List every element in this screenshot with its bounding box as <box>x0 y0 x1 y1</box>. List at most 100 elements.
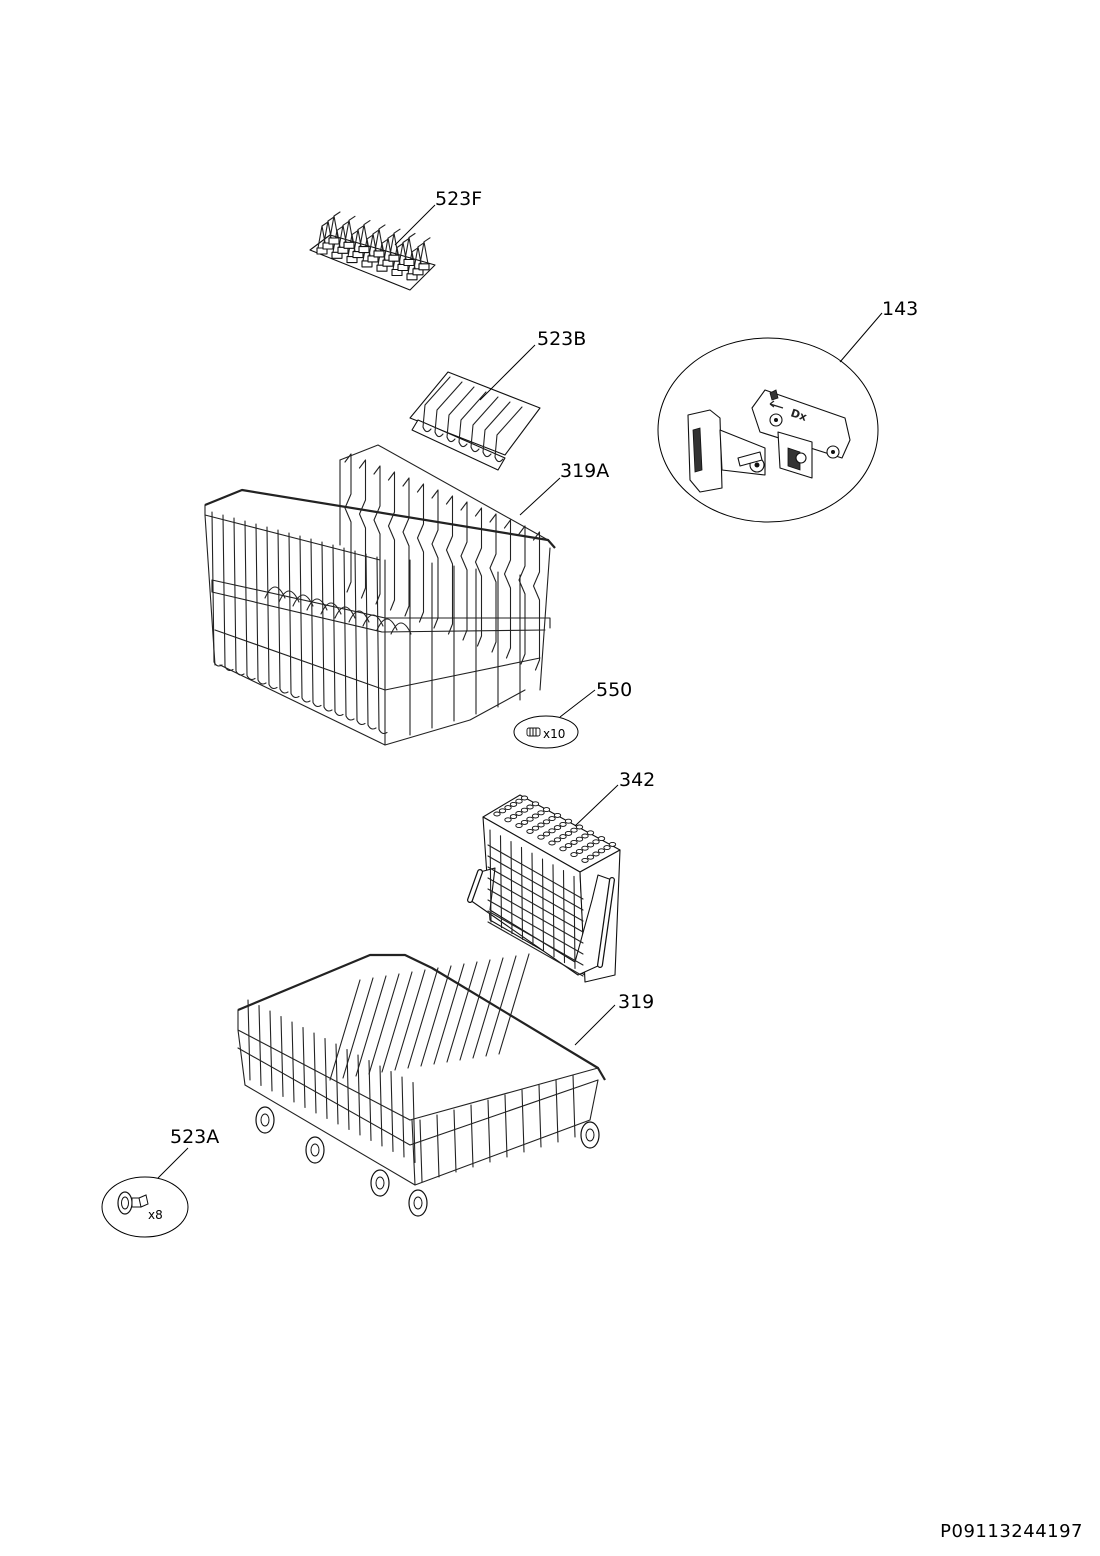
tine-foot <box>358 246 370 254</box>
basket-wire <box>489 513 497 653</box>
basket-hole <box>515 823 523 829</box>
basket-wire <box>412 1081 416 1164</box>
basket-hole <box>553 825 562 831</box>
leader-523b <box>479 344 536 401</box>
basket-wire <box>474 507 483 647</box>
basket-wire <box>255 523 267 685</box>
basket-hole <box>581 845 589 851</box>
tine-foot <box>418 263 430 271</box>
basket-bar <box>487 899 584 955</box>
tine-foot <box>382 259 394 267</box>
tine-foot <box>388 254 400 262</box>
wheel-hub <box>585 1128 595 1142</box>
basket-hole <box>493 811 501 817</box>
basket-wire <box>291 1021 295 1103</box>
basket-hole <box>526 804 534 810</box>
rail-bracket-right: Dx <box>751 389 851 479</box>
basket-hole <box>597 848 606 854</box>
basket-wire <box>532 531 541 671</box>
basket-hole <box>553 812 562 818</box>
basket-hole <box>548 840 556 846</box>
basket-hole <box>531 801 540 807</box>
basket-hole <box>553 837 562 843</box>
tine-prong <box>359 220 371 248</box>
tine-foot <box>376 264 388 272</box>
basket-hole <box>537 822 545 828</box>
basket-hole <box>520 819 529 825</box>
tine-foot <box>352 251 364 259</box>
basket-hole <box>564 818 573 824</box>
basket-wire <box>247 999 251 1081</box>
wheel-hub <box>413 1196 423 1210</box>
basket-hole <box>509 801 518 807</box>
basket-tine <box>342 977 374 1079</box>
basket-wire <box>233 517 245 676</box>
tine-foot <box>346 256 358 264</box>
basket-wire <box>419 1119 423 1183</box>
basket-wire <box>487 1099 491 1163</box>
quantity-523a: x8 <box>148 1208 163 1222</box>
leader-342 <box>574 784 619 827</box>
tine-foot <box>337 246 349 254</box>
basket-wire <box>453 1109 457 1173</box>
label-523a: 523A <box>170 1126 219 1148</box>
part-342-cutlery-basket <box>467 794 621 983</box>
basket-wire <box>302 1026 306 1109</box>
basket-hole <box>564 843 573 849</box>
basket-tine <box>355 975 387 1077</box>
basket-wire <box>277 529 289 694</box>
basket-hole <box>559 846 567 852</box>
basket-wire <box>313 1032 317 1114</box>
basket-hole <box>548 828 556 834</box>
basket-hole <box>526 816 534 822</box>
basket-wire <box>222 514 234 672</box>
basket-bar <box>487 888 584 944</box>
basket-tine <box>381 971 413 1073</box>
tine-foot <box>412 268 424 276</box>
wheel-hub <box>260 1113 270 1127</box>
basket-tine <box>420 965 452 1067</box>
basket-bar <box>487 877 584 933</box>
tine-foot <box>328 237 340 245</box>
basket-bar <box>573 875 576 969</box>
basket-wire <box>504 1094 508 1158</box>
tine-prong <box>374 224 386 252</box>
basket-wire <box>470 1104 474 1168</box>
basket-wire <box>324 1037 328 1120</box>
tine-foot <box>403 258 415 267</box>
tine-foot <box>316 247 328 255</box>
part-319-lower-basket <box>237 953 606 1217</box>
arrow-left-icon <box>769 400 784 409</box>
basket-wire <box>258 1004 262 1087</box>
basket-tine <box>485 955 517 1057</box>
basket-hole <box>542 831 551 837</box>
basket-wire <box>402 477 410 617</box>
basket-hole <box>581 857 589 863</box>
tine-prong <box>419 237 431 265</box>
basket-wire <box>211 511 223 667</box>
basket-wire <box>431 489 439 629</box>
basket-wire <box>299 535 311 703</box>
basket-hole <box>564 830 573 836</box>
basket-hole <box>559 834 567 840</box>
basket-hole <box>592 839 600 845</box>
quantity-550: x10 <box>543 727 565 741</box>
flap-rib <box>482 401 511 458</box>
basket-hole <box>575 848 584 854</box>
basket-hole <box>570 852 578 858</box>
flap-rib <box>470 396 499 453</box>
basket-tine <box>459 959 491 1061</box>
flap-rib <box>458 391 487 448</box>
leader-523f <box>394 204 436 246</box>
basket-bar <box>489 829 492 923</box>
basket-hole <box>509 814 518 820</box>
basket-bar <box>487 855 584 911</box>
basket-wire <box>416 483 425 623</box>
basket-wire <box>387 471 396 611</box>
basket-bar <box>487 866 584 922</box>
basket-hole <box>537 810 545 816</box>
basket-wire <box>390 622 412 635</box>
basket-tine <box>407 967 439 1069</box>
wheel-hub <box>375 1176 385 1190</box>
